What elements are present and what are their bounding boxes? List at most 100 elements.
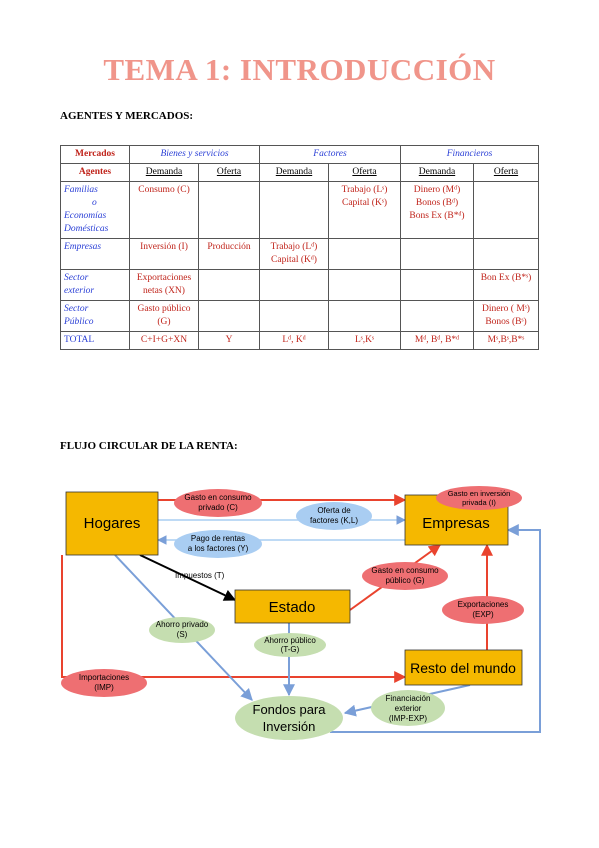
- agent-line: Sector: [64, 304, 89, 314]
- agent-cell: TOTAL: [60, 331, 130, 350]
- mercados-header: Mercados: [60, 145, 130, 164]
- svg-text:Pago de rentas: Pago de rentas: [191, 534, 245, 543]
- cell-line: Lˢ,Kˢ: [354, 335, 375, 345]
- cell-line: Bon Ex (B*ˢ): [480, 273, 532, 283]
- value-cell: Lᵈ, Kᵈ: [259, 331, 329, 350]
- label-ahorro-privado: Ahorro privado (S): [149, 617, 215, 643]
- label-financiacion: Financiación exterior (IMP-EXP): [371, 690, 445, 726]
- cell-line: (G): [157, 317, 171, 327]
- value-cell: [198, 300, 260, 332]
- agent-line: Sector: [64, 273, 89, 283]
- label-gasto-consumo-privado: Gasto en consumo privado (C): [174, 489, 262, 517]
- cell-line: Consumo (C): [138, 185, 190, 195]
- cell-line: Capital (Kˢ): [341, 198, 388, 208]
- svg-text:Gasto en inversión: Gasto en inversión: [448, 489, 511, 498]
- fondos-label-1: Fondos para: [253, 702, 327, 717]
- cell-line: Trabajo (Lᵈ): [270, 242, 318, 252]
- cell-line: Y: [225, 335, 233, 345]
- value-cell: [473, 238, 539, 270]
- svg-text:Ahorro privado: Ahorro privado: [156, 620, 209, 629]
- label-oferta-factores: Oferta de factores (K,L): [296, 502, 372, 530]
- hogares-box: Hogares: [65, 491, 159, 556]
- label-importaciones: Importaciones (IMP): [61, 669, 147, 697]
- cell-line: Trabajo (Lˢ): [341, 185, 388, 195]
- value-cell: [400, 238, 474, 270]
- estado-box: Estado: [234, 589, 351, 624]
- value-cell: [328, 269, 401, 301]
- cell-line: Mᵈ, Bᵈ, B*ᵈ: [414, 335, 460, 345]
- empresas-label: Empresas: [422, 515, 490, 532]
- svg-text:privada (I): privada (I): [462, 498, 496, 507]
- svg-text:Gasto en consumo: Gasto en consumo: [184, 493, 252, 502]
- svg-text:Ahorro público: Ahorro público: [264, 636, 316, 645]
- cell-line: Gasto público: [137, 304, 191, 314]
- agent-line: exterior: [64, 286, 95, 296]
- cell-line: Capital (Kᵈ): [271, 255, 317, 265]
- value-cell: Trabajo (Lᵈ) Capital (Kᵈ): [259, 238, 329, 270]
- svg-text:a los factores (Y): a los factores (Y): [188, 544, 249, 553]
- arrow-impuestos: [139, 554, 237, 601]
- value-cell: [400, 300, 474, 332]
- value-cell: [259, 300, 329, 332]
- agentes-header: Agentes: [60, 163, 130, 182]
- value-cell: Inversión (I): [129, 238, 199, 270]
- label-impuestos: Impuestos (T): [175, 571, 225, 580]
- svg-text:exterior: exterior: [395, 704, 422, 713]
- label-gasto-inversion: Gasto en inversión privada (I): [436, 486, 522, 510]
- value-cell: Dinero (Mᵈ)Bonos (Bᵈ)Bons Ex (B*ᵈ): [400, 181, 474, 239]
- section-heading-agentes: AGENTES Y MERCADOS:: [60, 110, 194, 122]
- value-cell: [328, 238, 401, 270]
- value-cell: Gasto público (G): [129, 300, 199, 332]
- agent-line: TOTAL: [64, 335, 95, 345]
- value-cell: [400, 269, 474, 301]
- label-gasto-publico: Gasto en consumo público (G): [362, 562, 448, 590]
- value-cell: [198, 269, 260, 301]
- svg-text:(EXP): (EXP): [472, 610, 494, 619]
- value-cell: [259, 181, 329, 239]
- market-header-factores: Factores: [259, 145, 401, 164]
- arrow-importaciones: [61, 555, 407, 683]
- cell-line: Mˢ,Bˢ,B*ˢ: [487, 335, 525, 345]
- svg-text:público (G): público (G): [385, 576, 424, 585]
- cell-line: Producción: [207, 242, 251, 252]
- agent-cell: Empresas: [60, 238, 130, 270]
- svg-text:Oferta de: Oferta de: [317, 506, 351, 515]
- subheader-cell: Oferta: [198, 163, 260, 182]
- table-row: Empresas Inversión (I) Producción Trabajo (…: [60, 238, 539, 270]
- cell-line: Dinero (Mᵈ): [413, 185, 461, 195]
- page-title: TEMA 1: INTRODUCCIÓN: [103, 52, 496, 87]
- svg-text:factores (K,L): factores (K,L): [310, 516, 358, 525]
- value-cell: Lˢ,Kˢ: [328, 331, 401, 350]
- svg-text:Exportaciones: Exportaciones: [458, 600, 509, 609]
- subheader-cell: Oferta: [328, 163, 401, 182]
- svg-text:(IMP): (IMP): [94, 683, 114, 692]
- cell-line: netas (XN): [143, 286, 185, 296]
- arrow-inversion: [330, 524, 541, 733]
- market-header-bienes: Bienes y servicios: [129, 145, 260, 164]
- fondos-label-2: Inversión: [263, 719, 316, 734]
- resto-label: Resto del mundo: [410, 660, 516, 676]
- value-cell: [473, 181, 539, 239]
- cell-line: Bonos (Bˢ): [485, 317, 527, 327]
- agent-line: Domésticas: [64, 224, 109, 234]
- value-cell: [198, 181, 260, 239]
- circular-flow-diagram: Hogares Empresas Estado Resto del mundo …: [61, 486, 541, 740]
- agents-markets-table: Mercados Bienes y servicios Factores Fin…: [60, 145, 539, 350]
- estado-label: Estado: [269, 599, 316, 616]
- fondos-ellipse: Fondos para Inversión: [235, 696, 343, 740]
- label-pago-rentas: Pago de rentas a los factores (Y): [174, 530, 262, 558]
- svg-text:privado (C): privado (C): [198, 503, 238, 512]
- svg-text:Importaciones: Importaciones: [79, 673, 129, 682]
- hogares-label: Hogares: [84, 515, 141, 532]
- cell-line: Bonos (Bᵈ): [415, 198, 459, 208]
- svg-text:(T-G): (T-G): [281, 645, 300, 654]
- agent-line: Empresas: [64, 242, 102, 252]
- table-row: TOTAL C+I+G+XN Y Lᵈ, Kᵈ Lˢ,Kˢ Mᵈ, Bᵈ, B*ᵈ Mˢ,B…: [60, 331, 539, 350]
- value-cell: Y: [198, 331, 260, 350]
- agent-line: Familias: [64, 185, 98, 195]
- cell-line: C+I+G+XN: [140, 335, 188, 345]
